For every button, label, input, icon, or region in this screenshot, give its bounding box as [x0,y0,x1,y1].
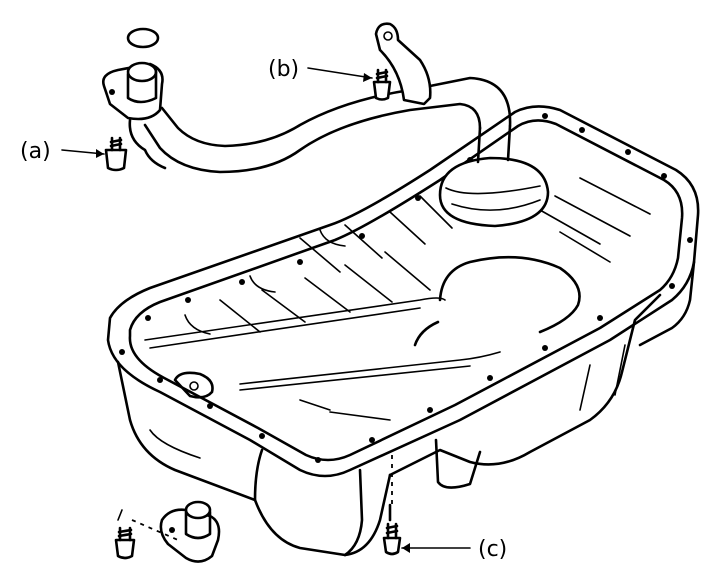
o-ring [126,27,160,49]
oil-pan-flange-inner [128,119,684,462]
flange-bolt-holes [119,113,693,463]
strainer-stay [374,22,432,106]
callout-label-b: (b) [268,57,299,82]
callout-label-a: (a) [20,139,51,164]
oil-strainer [102,61,550,228]
sensor-bolt [114,509,136,560]
oil-pan-right-wall [388,293,662,477]
oil-pan-front-wall [116,360,392,557]
bolt-c [382,503,402,556]
sump-well [438,255,581,334]
oil-pan [106,105,700,557]
bolt-a [104,136,128,172]
callout-label-c: (c) [478,537,507,562]
strainer-bell [438,156,550,228]
callout-leaders [61,67,471,553]
oil-pan-flange-outer [106,105,700,478]
pan-baffles [144,177,651,421]
bolt-b [372,68,392,101]
oil-level-sensor [159,500,221,563]
pickup-tube [143,102,482,174]
